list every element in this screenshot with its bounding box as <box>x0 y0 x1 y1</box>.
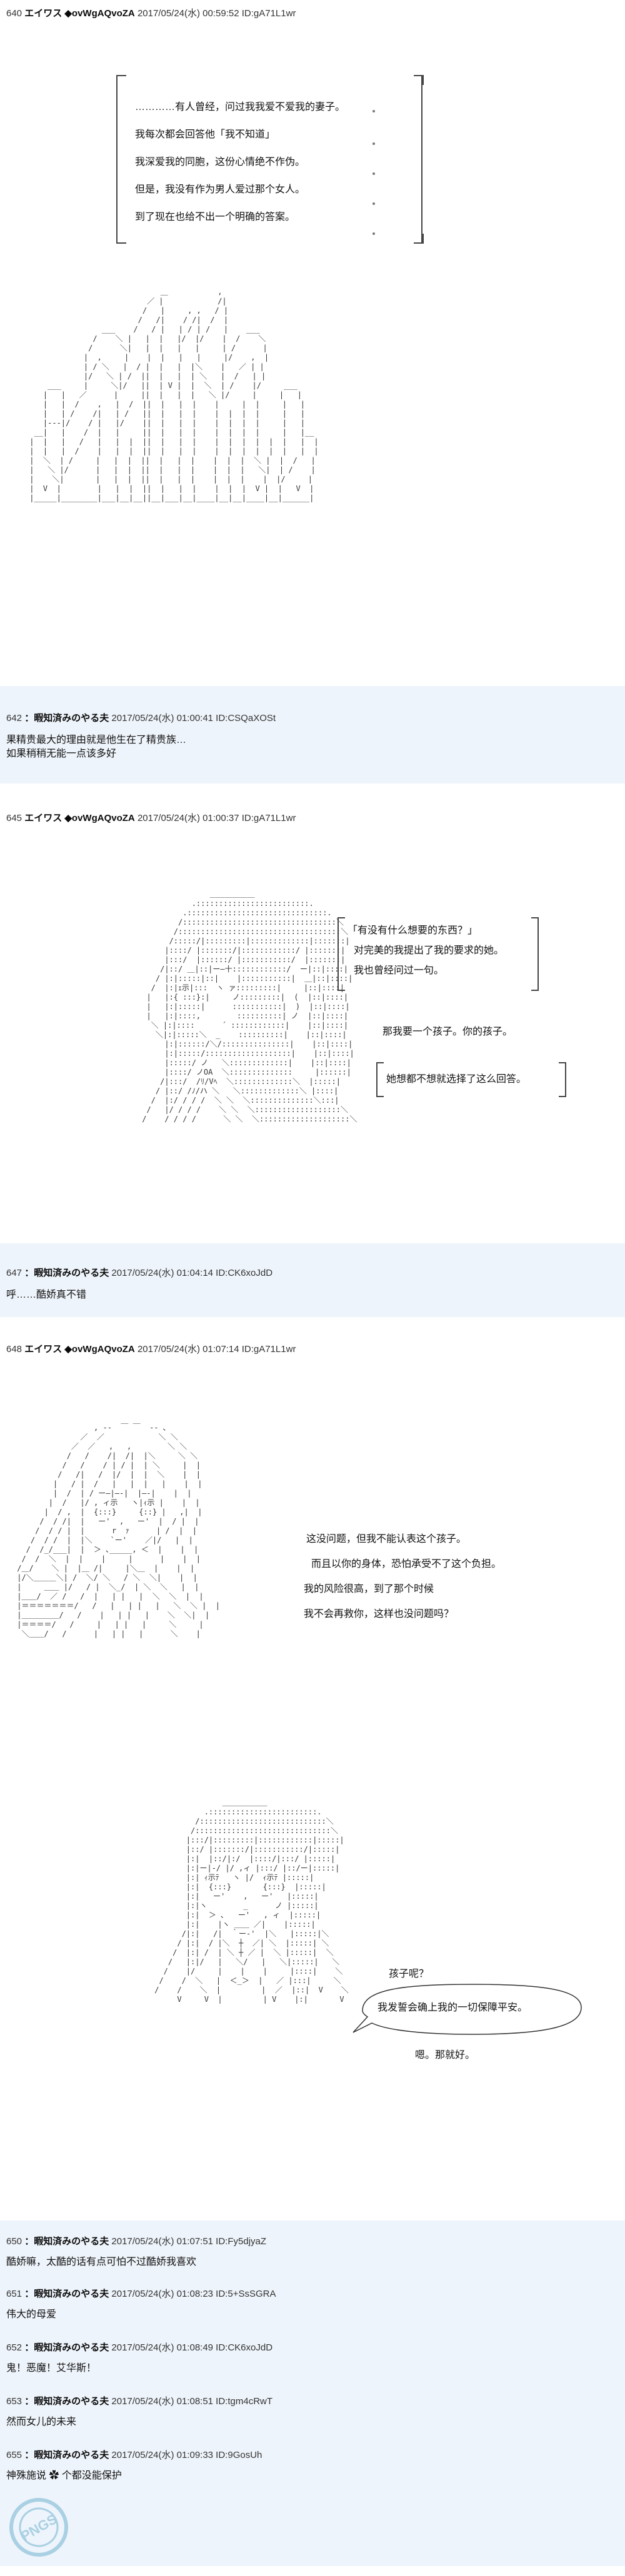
post-header: 645 エイワス ◆ovWgAQvoZA 2017/05/24(水) 01:00… <box>6 813 296 823</box>
poster-name[interactable]: エイワス <box>24 8 62 19</box>
ascii-art-figure: ＿＿＿＿＿＿ .:::::::::::::::::::::::::. .::::… <box>142 890 358 1123</box>
post-body: 然而女儿的未来 <box>6 2417 77 2427</box>
post-header: 648 エイワス ◆ovWgAQvoZA 2017/05/24(水) 01:07… <box>6 1344 296 1355</box>
poster-name[interactable]: ：暇知済みのやる夫 <box>24 2289 109 2299</box>
post-648: 648 エイワス ◆ovWgAQvoZA 2017/05/24(水) 01:07… <box>0 1317 625 2220</box>
poster-name[interactable]: ：暇知済みのやる夫 <box>24 2342 109 2353</box>
post-header: 647 ：暇知済みのやる夫 2017/05/24(水) 01:04:14 ID:… <box>6 1268 273 1278</box>
dialog-line: 我也曾经问过一句。 <box>354 965 444 976</box>
dialog-line: 那我要一个孩子。你的孩子。 <box>382 1027 513 1037</box>
post-645: 645 エイワス ◆ovWgAQvoZA 2017/05/24(水) 01:00… <box>0 783 625 1243</box>
watermark-logo: PNGS <box>0 2481 85 2574</box>
post-header: 651 ：暇知済みのやる夫 2017/05/24(水) 01:08:23 ID:… <box>6 2289 276 2299</box>
post-header: 642 ：暇知済みのやる夫 2017/05/24(水) 01:00:41 ID:… <box>6 713 276 724</box>
ascii-art-figure: ＿ , ／ | /| / | , , / | / /| / /| / | ___… <box>29 287 319 502</box>
post-meta: 2017/05/24(水) 01:08:51 ID:tgm4cRwT <box>111 2396 273 2407</box>
post-list: 650 ：暇知済みのやる夫 2017/05/24(水) 01:07:51 ID:… <box>0 2220 625 2566</box>
dialog-line: 我不会再救你，这样也没问题吗？ <box>304 1609 454 1619</box>
post-body: 酷娇嘛，太酷的话有点可怕不过酷娇我喜欢 <box>6 2257 197 2267</box>
post-meta: 2017/05/24(水) 01:04:14 ID:CK6xoJdD <box>111 1268 273 1278</box>
dialog-line: 孩子呢？ <box>389 1969 429 1979</box>
post-body: 果精贵最大的理由就是他生在了精贵族… 如果稍稍无能一点该多好 <box>6 735 187 759</box>
poster-trip: ◆ovWgAQvoZA <box>64 813 135 823</box>
dialog-line: 我的风险很高，到了那个时候 <box>304 1584 434 1594</box>
poster-trip: ◆ovWgAQvoZA <box>64 8 135 19</box>
post-header: 653 ：暇知済みのやる夫 2017/05/24(水) 01:08:51 ID:… <box>6 2396 273 2407</box>
post-meta: 2017/05/24(水) 01:00:37 ID:gA71L1wr <box>137 813 296 823</box>
dialog-line: 但是，我没有作为男人爱过那个女人。 <box>135 184 306 195</box>
post-meta: 2017/05/24(水) 01:07:51 ID:Fy5djyaZ <box>111 2236 267 2247</box>
post-body: 呼……酷娇真不错 <box>6 1290 87 1300</box>
post-meta: 2017/05/24(水) 00:59:52 ID:gA71L1wr <box>137 8 296 19</box>
post-meta: 2017/05/24(水) 01:08:49 ID:CK6xoJdD <box>111 2342 273 2353</box>
post-647: 647 ：暇知済みのやる夫 2017/05/24(水) 01:04:14 ID:… <box>0 1243 625 1317</box>
post-meta: 2017/05/24(水) 01:09:33 ID:9GosUh <box>111 2450 262 2460</box>
dialog-line: 我深爱我的同胞，这份心情绝不作伪。 <box>135 157 306 167</box>
dialog-line: 到了现在也给不出一个明确的答案。 <box>135 212 296 222</box>
post-header: 650 ：暇知済みのやる夫 2017/05/24(水) 01:07:51 ID:… <box>6 2236 267 2247</box>
ascii-art-figure: ＿＿＿＿＿＿ .::::::::::::::::::::::::. /:::::… <box>154 1798 349 2004</box>
poster-name[interactable]: ：暇知済みのやる夫 <box>24 2450 109 2460</box>
poster-trip: ◆ovWgAQvoZA <box>64 1344 135 1355</box>
dialog-line: 嗯。那就好。 <box>415 2050 476 2061</box>
dialog-line: 我发誓会确上我的一切保障平安。 <box>378 2002 528 2013</box>
ascii-art-figure: , -‐ ￣ ￣ ‐- ､ ／ ／ ＼ ＼ ／ ／ , , ＼ ＼ / / /|… <box>17 1423 220 1638</box>
post-body: 鬼！恶魔！艾华斯！ <box>6 2363 97 2374</box>
post-body: 神殊施说 ✿ 个都没能保护 <box>6 2470 122 2481</box>
poster-name[interactable]: ：暇知済みのやる夫 <box>24 2236 109 2247</box>
dialog-line: 她想都不想就选择了这么回答。 <box>386 1074 527 1085</box>
poster-name[interactable]: エイワス <box>24 1344 62 1355</box>
post-meta: 2017/05/24(水) 01:08:23 ID:5+SsSGRA <box>111 2289 276 2299</box>
poster-name[interactable]: エイワス <box>24 813 62 823</box>
poster-name[interactable]: ：暇知済みのやる夫 <box>24 1268 109 1278</box>
post-body: 伟大的母爱 <box>6 2309 57 2320</box>
post-640: 640 エイワス ◆ovWgAQvoZA 2017/05/24(水) 00:59… <box>0 0 625 686</box>
dialog-line: 我每次都会回答他「我不知道」 <box>135 129 276 140</box>
poster-name[interactable]: ：暇知済みのやる夫 <box>24 713 109 724</box>
dialog-line: 这没问题，但我不能认表这个孩子。 <box>306 1534 467 1544</box>
post-642: 642 ：暇知済みのやる夫 2017/05/24(水) 01:00:41 ID:… <box>0 686 625 783</box>
post-header: 655 ：暇知済みのやる夫 2017/05/24(水) 01:09:33 ID:… <box>6 2450 262 2460</box>
dialog-line: 「有没有什么想要的东西？」 <box>348 925 478 936</box>
dialog-line: 对完美的我提出了我的要求的她。 <box>354 945 504 956</box>
poster-name[interactable]: ：暇知済みのやる夫 <box>24 2396 109 2407</box>
post-meta: 2017/05/24(水) 01:07:14 ID:gA71L1wr <box>137 1344 296 1355</box>
dialog-line: …………有人曾经，问过我我爱不爱我的妻子。 <box>135 102 346 112</box>
post-meta: 2017/05/24(水) 01:00:41 ID:CSQaXOSt <box>111 713 276 724</box>
dialog-line: 而且以你的身体，恐怕承受不了这个负担。 <box>311 1559 502 1569</box>
post-header: 640 エイワス ◆ovWgAQvoZA 2017/05/24(水) 00:59… <box>6 8 296 19</box>
post-header: 652 ：暇知済みのやる夫 2017/05/24(水) 01:08:49 ID:… <box>6 2342 273 2353</box>
